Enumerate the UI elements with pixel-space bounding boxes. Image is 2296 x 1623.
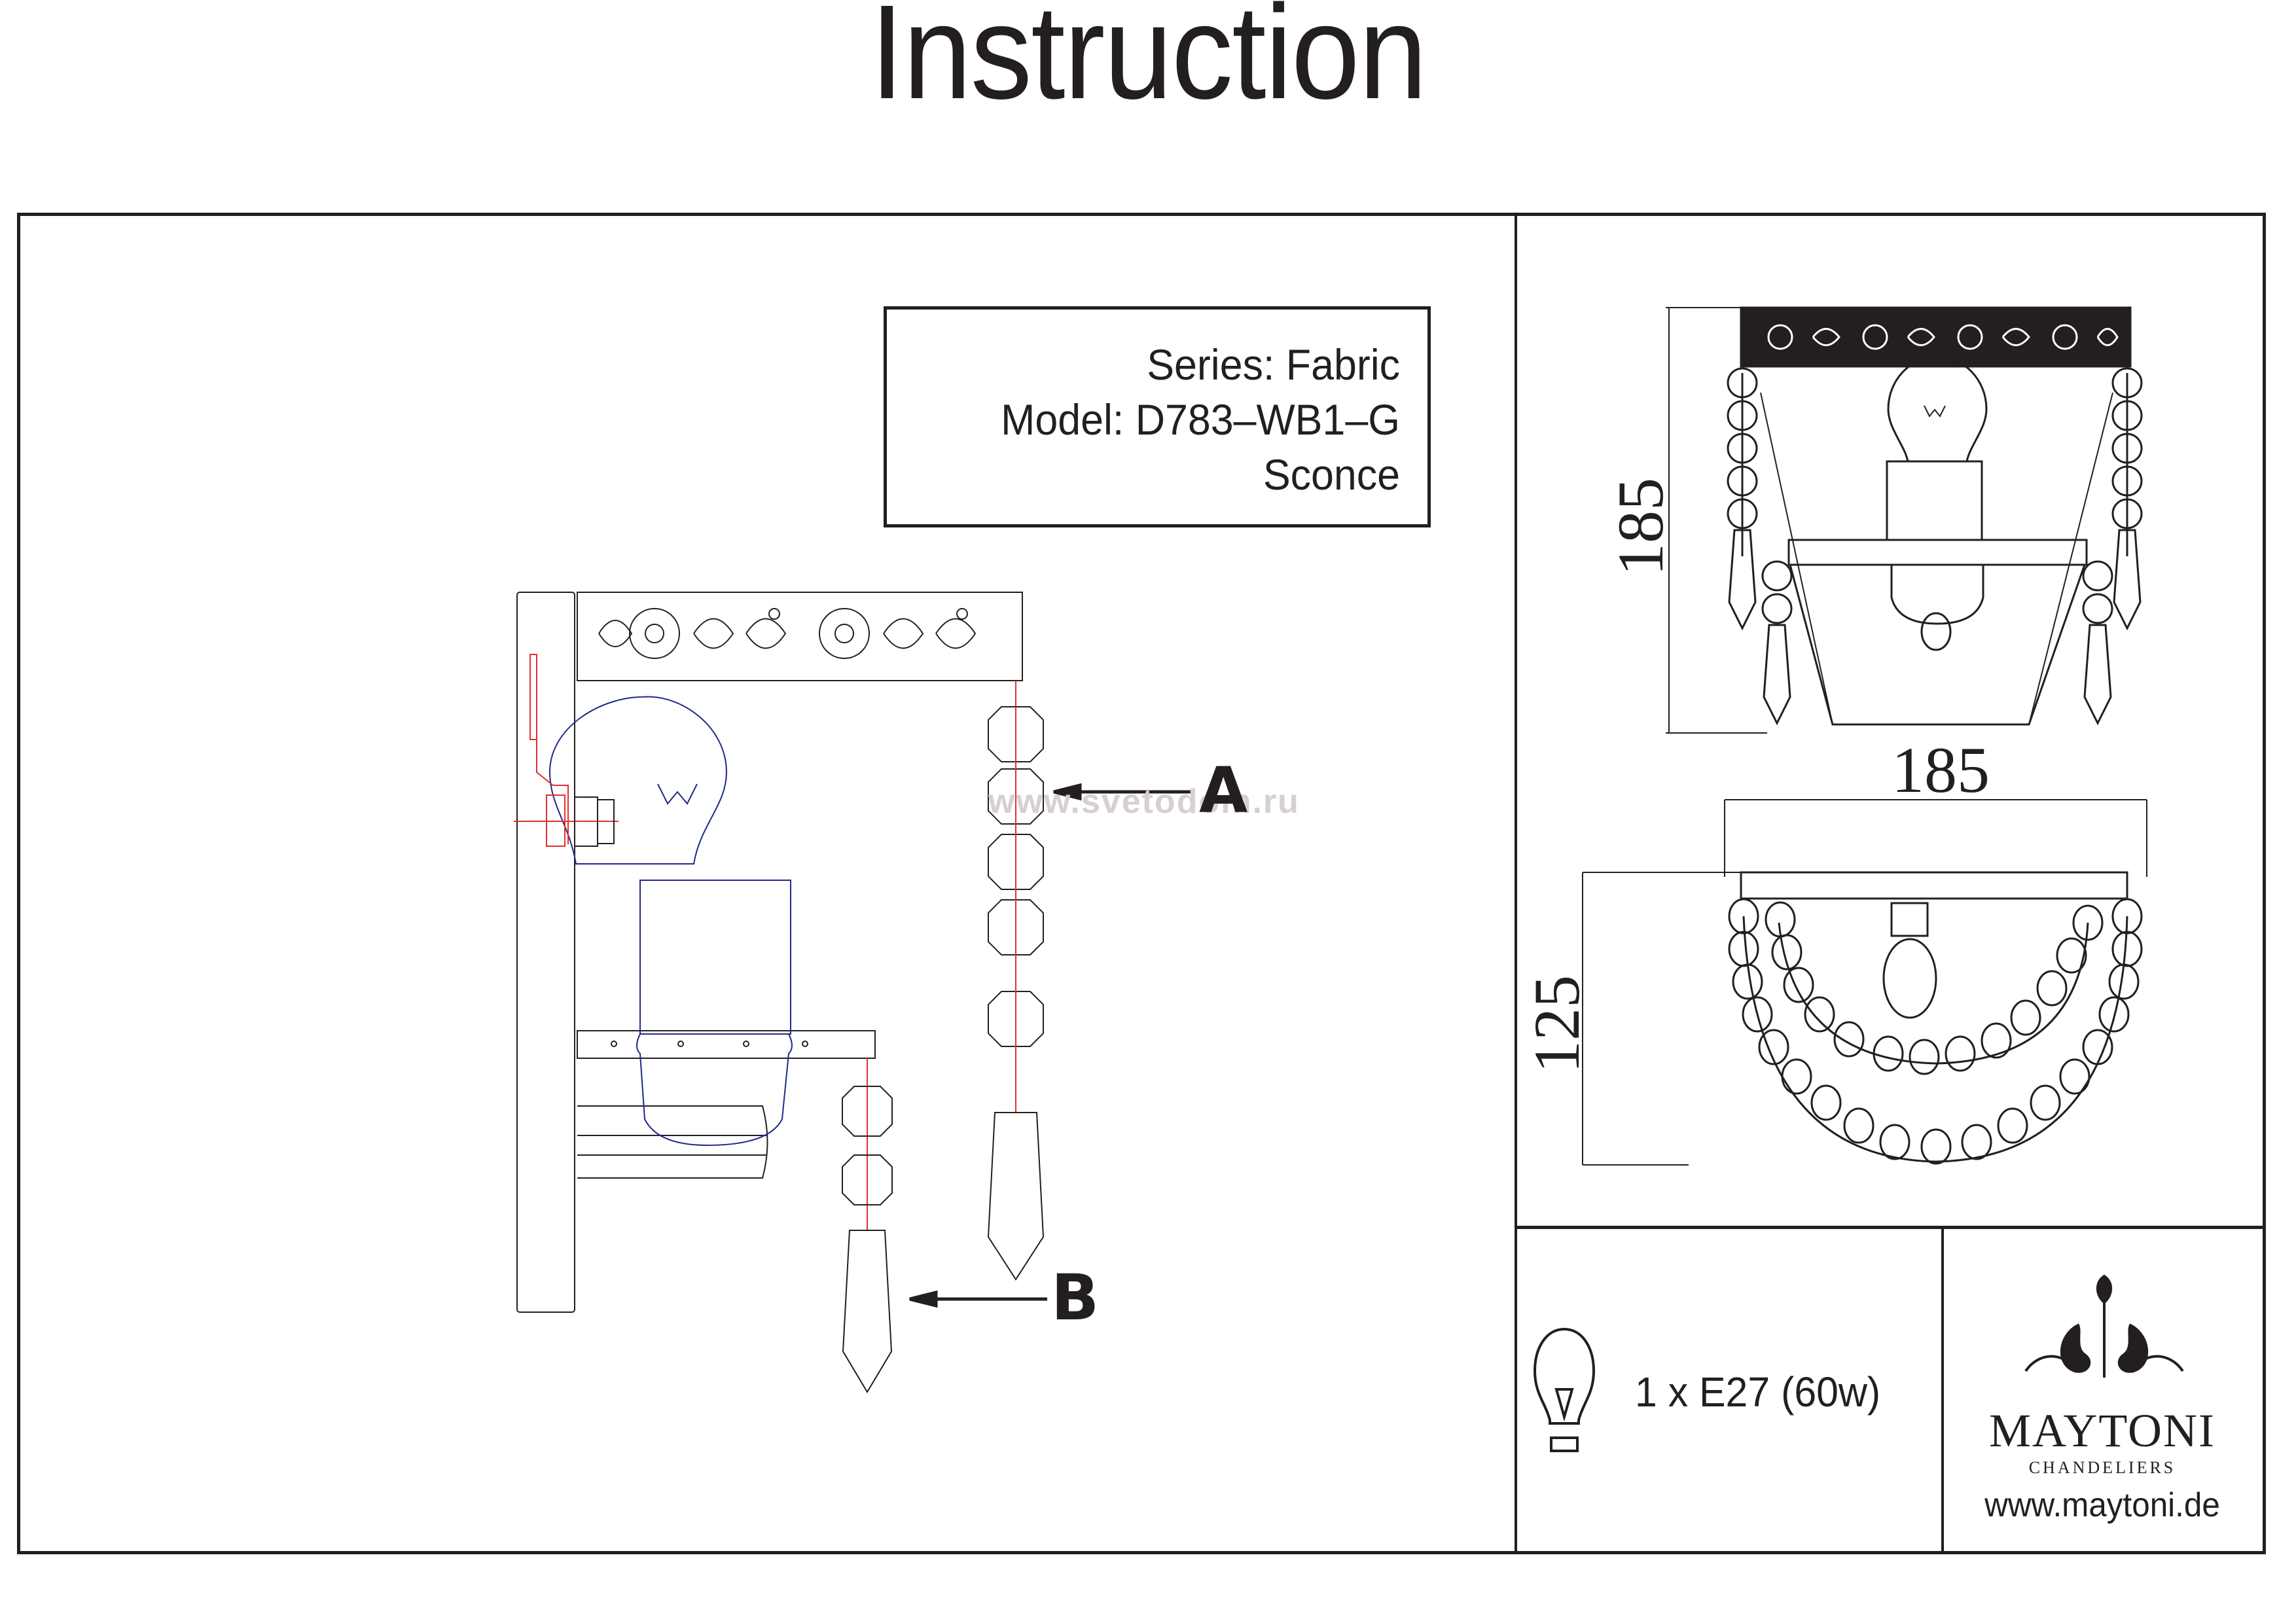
- decorative-bar-pattern: [598, 608, 977, 659]
- callout-arrow-a: [1053, 783, 1194, 801]
- model-label: Model: D783–WB1–G: [1001, 395, 1400, 444]
- callout-arrow-b: [909, 1290, 1047, 1308]
- dimension-top-width: 185: [1892, 734, 1990, 806]
- crystal-chain-b: [842, 1058, 893, 1393]
- outer-bead-arc: [1742, 916, 2128, 1163]
- frame-divider-brand: [1941, 1226, 1944, 1554]
- frame-divider-horizontal: [1515, 1226, 2266, 1229]
- front-crystal-chains: [1727, 367, 2143, 726]
- product-type-label: Sconce: [1263, 450, 1400, 499]
- dimension-line-depth: [1582, 872, 1741, 1166]
- chandelier-ornament-icon: [2024, 1274, 2184, 1378]
- light-bulb-icon: [1533, 1327, 1596, 1452]
- watermark-text: www.svetodom.ru: [988, 783, 1300, 821]
- dimension-top-depth: 125: [1520, 975, 1593, 1073]
- callout-label-b: B: [1051, 1261, 1100, 1334]
- lamp-spec-text: 1 x E27 (60w): [1635, 1368, 1881, 1416]
- mounting-bracket: [514, 654, 619, 847]
- top-view-beads: [1728, 898, 2143, 1165]
- brand-website-link[interactable]: www.maytoni.de: [1984, 1486, 2220, 1524]
- socket-arm: [577, 1030, 876, 1059]
- crystal-prism-a: [987, 1112, 1045, 1281]
- brand-subtitle: CHANDELIERS: [2028, 1458, 2176, 1477]
- socket-cup-base: [577, 1105, 768, 1179]
- mounting-nut: [574, 796, 615, 847]
- dimension-line-width: [1724, 799, 2147, 877]
- wall-plate: [516, 592, 575, 1313]
- brand-name: MAYTONI: [1988, 1404, 2216, 1457]
- callout-label-a: A: [1199, 754, 1248, 827]
- inner-bead-arc: [1778, 922, 2089, 1065]
- crystal-chain-a: [987, 681, 1045, 1281]
- dimension-line-height: [1666, 307, 1767, 734]
- frame-divider-vertical: [1515, 213, 1517, 1554]
- top-view-plate: [1740, 871, 2128, 900]
- crystal-prism-b: [842, 1230, 893, 1393]
- drawing-frame: [17, 213, 2266, 1554]
- product-info-box: Series: Fabric Model: D783–WB1–G Sconce: [884, 306, 1431, 527]
- document-title: Instruction: [870, 0, 1427, 127]
- decorative-bar: [577, 592, 1023, 681]
- series-label: Series: Fabric: [1147, 340, 1400, 389]
- dimension-front-height: 185: [1604, 478, 1677, 576]
